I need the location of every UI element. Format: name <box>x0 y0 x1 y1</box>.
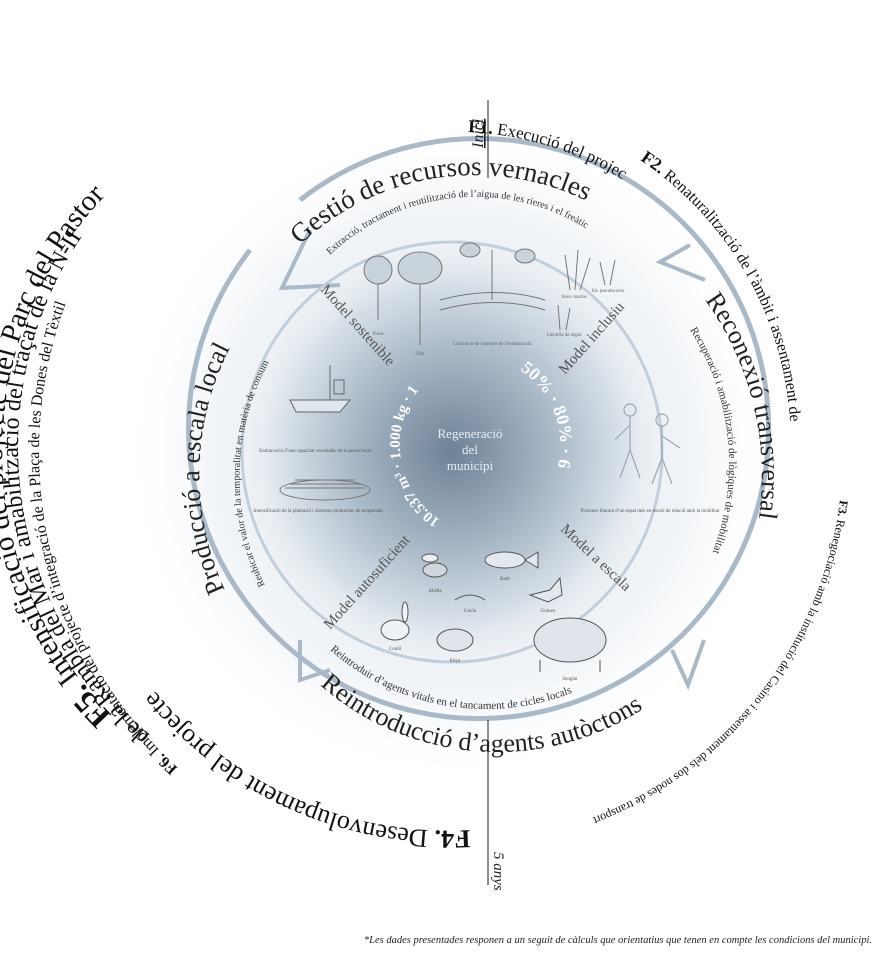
illustration-hedgehog: Eriçó <box>436 628 474 664</box>
caption-field: Intensificació de la plantació i sisteme… <box>253 509 383 514</box>
ring-arrow-ne <box>655 243 706 282</box>
illustration-fish: Barb <box>484 551 539 582</box>
caption-wetland: Cultivació de sistemes de fitodepuració <box>453 342 532 347</box>
illustration-reeds: Joncs marins Iris pseudacorus Llentilla … <box>547 249 625 338</box>
center-title-line-3: municipi <box>447 458 494 473</box>
illustration-pine-tree: Pinus <box>363 255 393 337</box>
ring-outer <box>186 136 772 722</box>
inner-haze <box>212 212 692 692</box>
ring-arrow-se <box>670 639 706 691</box>
caption-bird: Gavià <box>464 609 477 614</box>
caption-lentilla: Llentilla de aigua <box>547 333 583 338</box>
footnote: *Les dades presentades responen a un seg… <box>363 935 872 946</box>
illustration-wetland-section: Cultivació de sistemes de fitodepuració <box>439 242 546 347</box>
caption-hedgehog: Eriçó <box>450 659 461 664</box>
end-marker-label: 5 anys <box>490 852 506 891</box>
illustration-fox: Guineu <box>528 576 563 614</box>
center-title-line-1: Regeneració <box>438 426 503 441</box>
caption-iris: Iris pseudacorus <box>592 289 625 294</box>
center-title: Regeneració del municipi <box>438 426 503 473</box>
ring-arrow-sw <box>298 640 331 683</box>
start-marker-label: Inici <box>470 119 487 149</box>
caption-boat: Embarcació d’una capacitat recomable de … <box>259 449 371 454</box>
illustration-fishing-boat: Embarcació d’una capacitat recomable de … <box>259 365 371 454</box>
illustration-crop-field: Intensificació de la plantació i sisteme… <box>253 479 383 514</box>
caption-bee: Abella <box>428 589 442 594</box>
illustration-walking-people: Persones lliurant d’un espai més en tens… <box>581 403 720 514</box>
ring-arrow-nw <box>278 229 341 291</box>
caption-fox: Guineu <box>541 609 556 614</box>
caption-rabbit: Conill <box>389 647 402 652</box>
caption-fish: Barb <box>500 577 510 582</box>
caption-boar: Senglar <box>562 677 578 682</box>
illustration-bird: Gavià <box>454 594 486 614</box>
caption-people: Persones lliurant d’un espai més en tens… <box>581 509 720 514</box>
illustration-bee: Abella <box>421 553 448 594</box>
illustration-elm-tree: Olm <box>397 251 443 357</box>
caption-olm: Olm <box>416 352 425 357</box>
center-title-line-2: del <box>462 442 478 457</box>
caption-pi: Pinus <box>372 332 383 337</box>
illustration-rabbit: Conill <box>380 601 410 652</box>
illustration-wild-boar: Senglar <box>533 617 607 682</box>
caption-reeds: Joncs marins <box>561 295 587 300</box>
